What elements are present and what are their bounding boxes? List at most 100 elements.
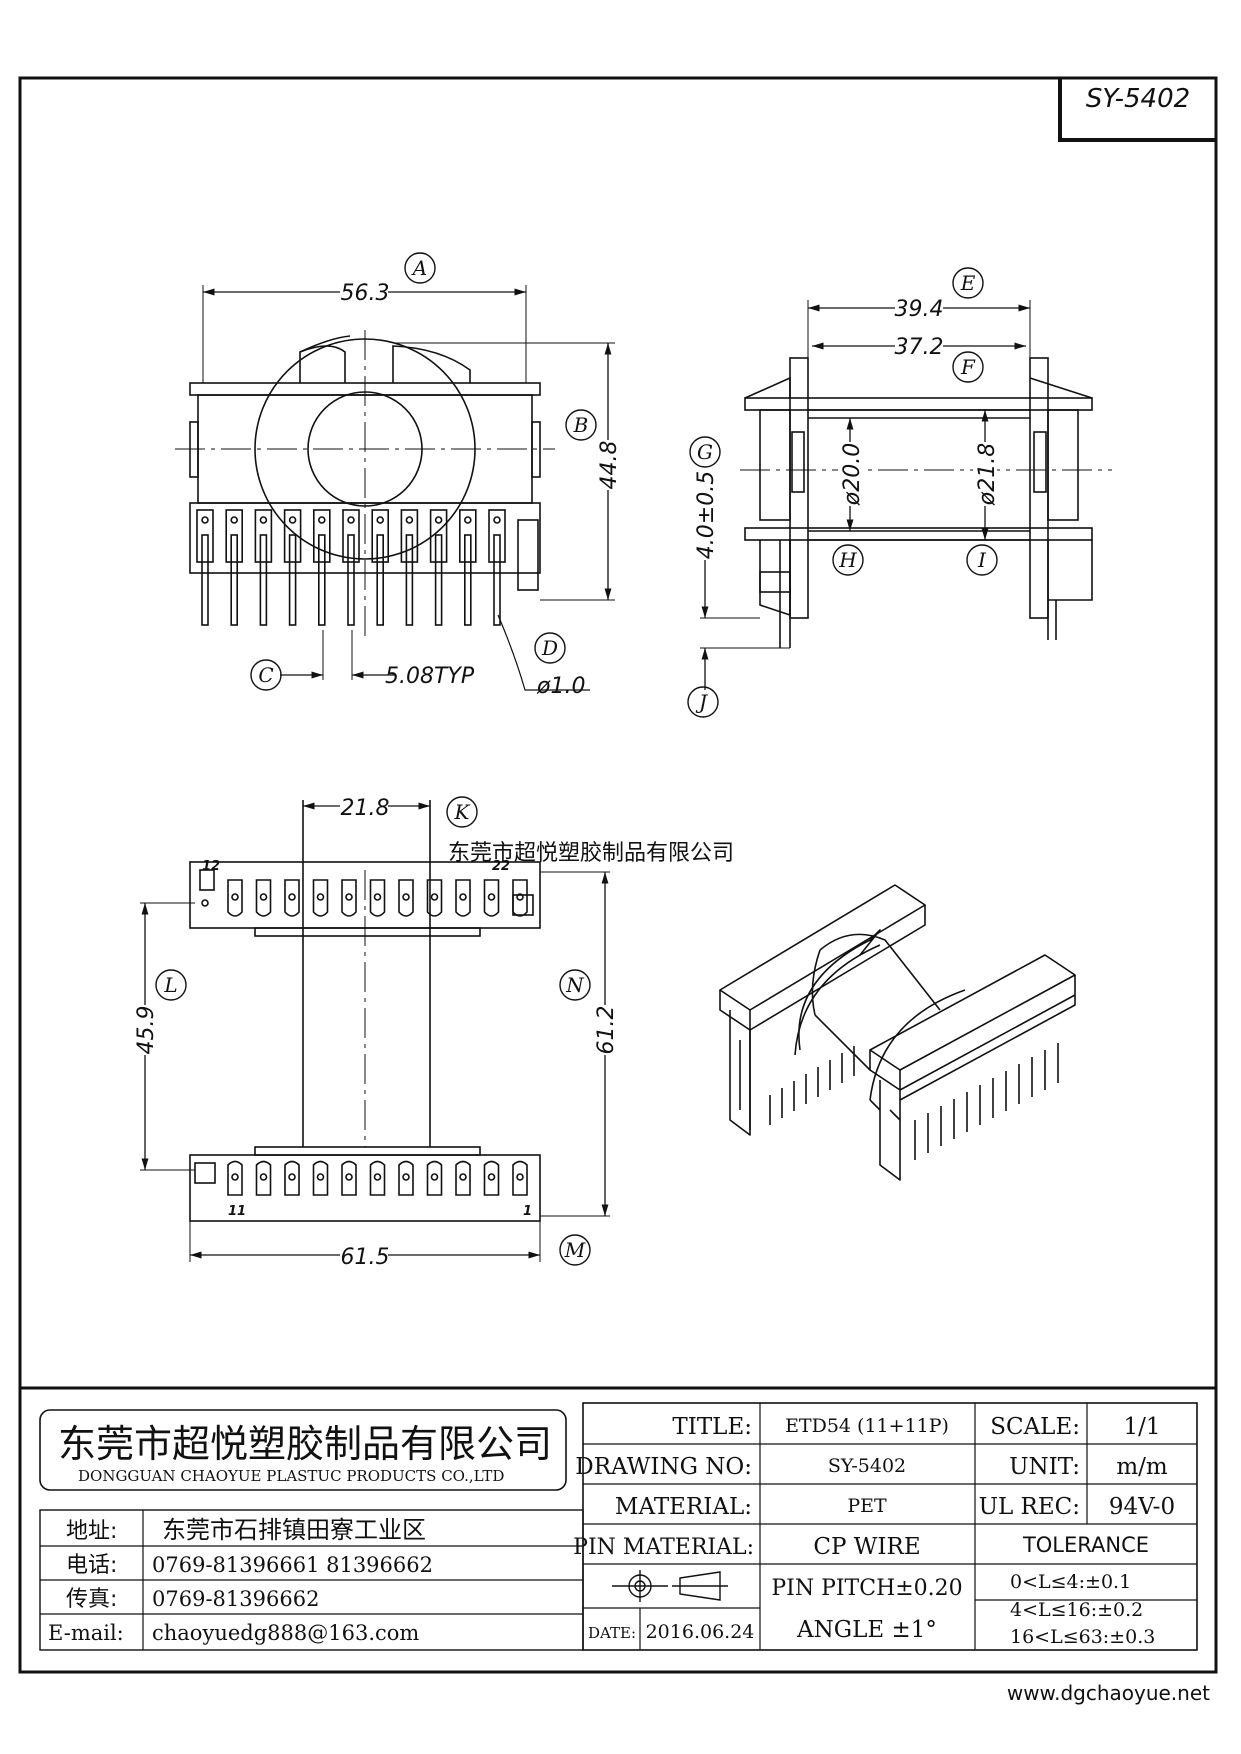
label-H: H — [838, 548, 857, 572]
bottom-pins-bottom — [227, 1160, 528, 1196]
front-pin-slot — [458, 509, 477, 563]
pin-22-label: 22 — [492, 859, 510, 874]
front-pin-slot — [371, 509, 390, 563]
label-A: A — [411, 256, 427, 280]
bottom-pin-top-hole — [231, 893, 239, 901]
front-dimensions: 56.3 A 44.8 B C 5.08TYP ø1.0 D — [202, 252, 622, 699]
front-pin — [201, 534, 209, 626]
tolerance-2: 4<L≤16:±0.2 — [1010, 1599, 1143, 1621]
front-pin — [259, 534, 268, 626]
bottom-pin-bottom-hole — [259, 1173, 268, 1181]
ul-label: UL REC: — [979, 1494, 1080, 1520]
dim-core: ø21.8 — [975, 443, 1000, 506]
bottom-pin-top-hole — [487, 893, 496, 901]
label-C: C — [258, 663, 273, 687]
bottom-pin-top — [426, 879, 443, 917]
material-value: PET — [847, 1495, 887, 1517]
front-pin-hole — [493, 516, 501, 524]
bottom-pin-top — [255, 879, 272, 917]
bottom-pin-top — [512, 879, 528, 917]
label-L: L — [163, 973, 177, 997]
bottom-pin-top-hole — [516, 893, 524, 901]
bottom-pin-top — [312, 879, 329, 917]
bottom-pin-bottom-hole — [288, 1173, 296, 1181]
label-J: J — [695, 690, 708, 714]
front-pin-slot — [196, 509, 214, 563]
tolerance-heading: TOLERANCE — [1022, 1533, 1149, 1557]
front-pin-slot — [488, 509, 506, 563]
front-pin — [230, 534, 238, 626]
title-block: 东莞市超悦塑胶制品有限公司 DONGGUAN CHAOYUE PLASTUC P… — [20, 1386, 1216, 1651]
bottom-pin-top — [369, 879, 386, 917]
address-label: 地址: — [66, 1519, 117, 1544]
dim-39-4: 39.4 — [895, 297, 944, 322]
email-value: chaoyuedg888@163.com — [152, 1621, 419, 1645]
dim-standoff: 4.0±0.5 — [694, 471, 719, 559]
pin-1-label: 1 — [523, 1204, 532, 1219]
bottom-pin-top-hole — [430, 893, 439, 901]
fax-value: 0769-81396662 — [152, 1587, 319, 1611]
title-value: ETD54 (11+11P) — [785, 1415, 949, 1437]
bottom-pin-bottom-hole — [430, 1173, 439, 1181]
title-label: TITLE: — [672, 1414, 752, 1440]
pin-material-value: CP WIRE — [813, 1534, 920, 1560]
front-pin-hole — [376, 516, 385, 524]
bottom-pin-bottom — [426, 1160, 443, 1196]
front-pin — [288, 534, 297, 626]
label-M: M — [564, 1238, 586, 1262]
label-E: E — [960, 271, 976, 295]
address-value: 东莞市石排镇田寮工业区 — [162, 1516, 426, 1544]
bottom-pin-bottom — [369, 1160, 386, 1196]
bottom-pin-bottom-hole — [487, 1173, 496, 1181]
phone-label: 电话: — [66, 1553, 117, 1578]
bottom-pin-bottom-hole — [402, 1173, 410, 1181]
bottom-pin-bottom — [483, 1160, 500, 1196]
dim-pin-dia: ø1.0 — [536, 674, 585, 699]
label-F: F — [960, 355, 976, 379]
part-number-box: SY-5402 — [1058, 78, 1216, 142]
bottom-pin-top-hole — [402, 893, 410, 901]
isometric-view — [719, 884, 1076, 1181]
bottom-pins-top — [201, 879, 528, 917]
front-pin-hole — [230, 516, 238, 524]
scale-value: 1/1 — [1123, 1414, 1160, 1440]
front-pin-slot — [342, 509, 360, 563]
tolerance-3: 16<L≤63:±0.3 — [1010, 1626, 1155, 1648]
label-D: D — [541, 636, 558, 660]
bottom-pin-bottom — [455, 1160, 471, 1196]
front-pin — [347, 534, 355, 626]
bottom-pin-top-hole — [259, 893, 268, 901]
bottom-pin-bottom-hole — [516, 1173, 524, 1181]
label-N: N — [565, 973, 585, 997]
projection-symbol-icon — [612, 1570, 728, 1602]
bottom-pin-top-hole — [345, 893, 353, 901]
front-pin-hole — [259, 516, 268, 524]
bottom-pin-bottom — [398, 1160, 414, 1196]
phone-value: 0769-81396661 81396662 — [152, 1553, 433, 1577]
bottom-pin-bottom-hole — [231, 1173, 239, 1181]
unit-label: UNIT: — [1009, 1454, 1080, 1480]
label-K: K — [454, 800, 471, 824]
tolerance-1: 0<L≤4:±0.1 — [1010, 1571, 1131, 1593]
front-pin-hole — [463, 516, 472, 524]
fax-label: 传真: — [66, 1587, 117, 1612]
drawing-no-value: SY-5402 — [828, 1455, 906, 1477]
bottom-pin-top — [227, 879, 243, 917]
isometric-pins — [769, 1043, 1059, 1160]
front-pin — [376, 534, 385, 626]
pin-11-label: 11 — [228, 1204, 246, 1219]
bottom-pin-top — [483, 879, 500, 917]
label-G: G — [697, 440, 713, 464]
dim-total-width: 61.5 — [341, 1245, 390, 1270]
bottom-pin-bottom-hole — [345, 1173, 353, 1181]
ul-value: 94V-0 — [1109, 1494, 1175, 1520]
pin-pitch-tolerance: PIN PITCH±0.20 — [771, 1576, 962, 1601]
front-pin-hole — [405, 516, 414, 524]
front-pin — [493, 534, 501, 626]
front-pin-hole — [201, 516, 209, 524]
part-number: SY-5402 — [1086, 84, 1190, 114]
bottom-pin-bottom — [227, 1160, 243, 1196]
dim-row-spacing: 45.9 — [134, 1006, 159, 1055]
date-label: DATE: — [588, 1624, 636, 1642]
drawing-no-label: DRAWING NO: — [575, 1454, 752, 1480]
